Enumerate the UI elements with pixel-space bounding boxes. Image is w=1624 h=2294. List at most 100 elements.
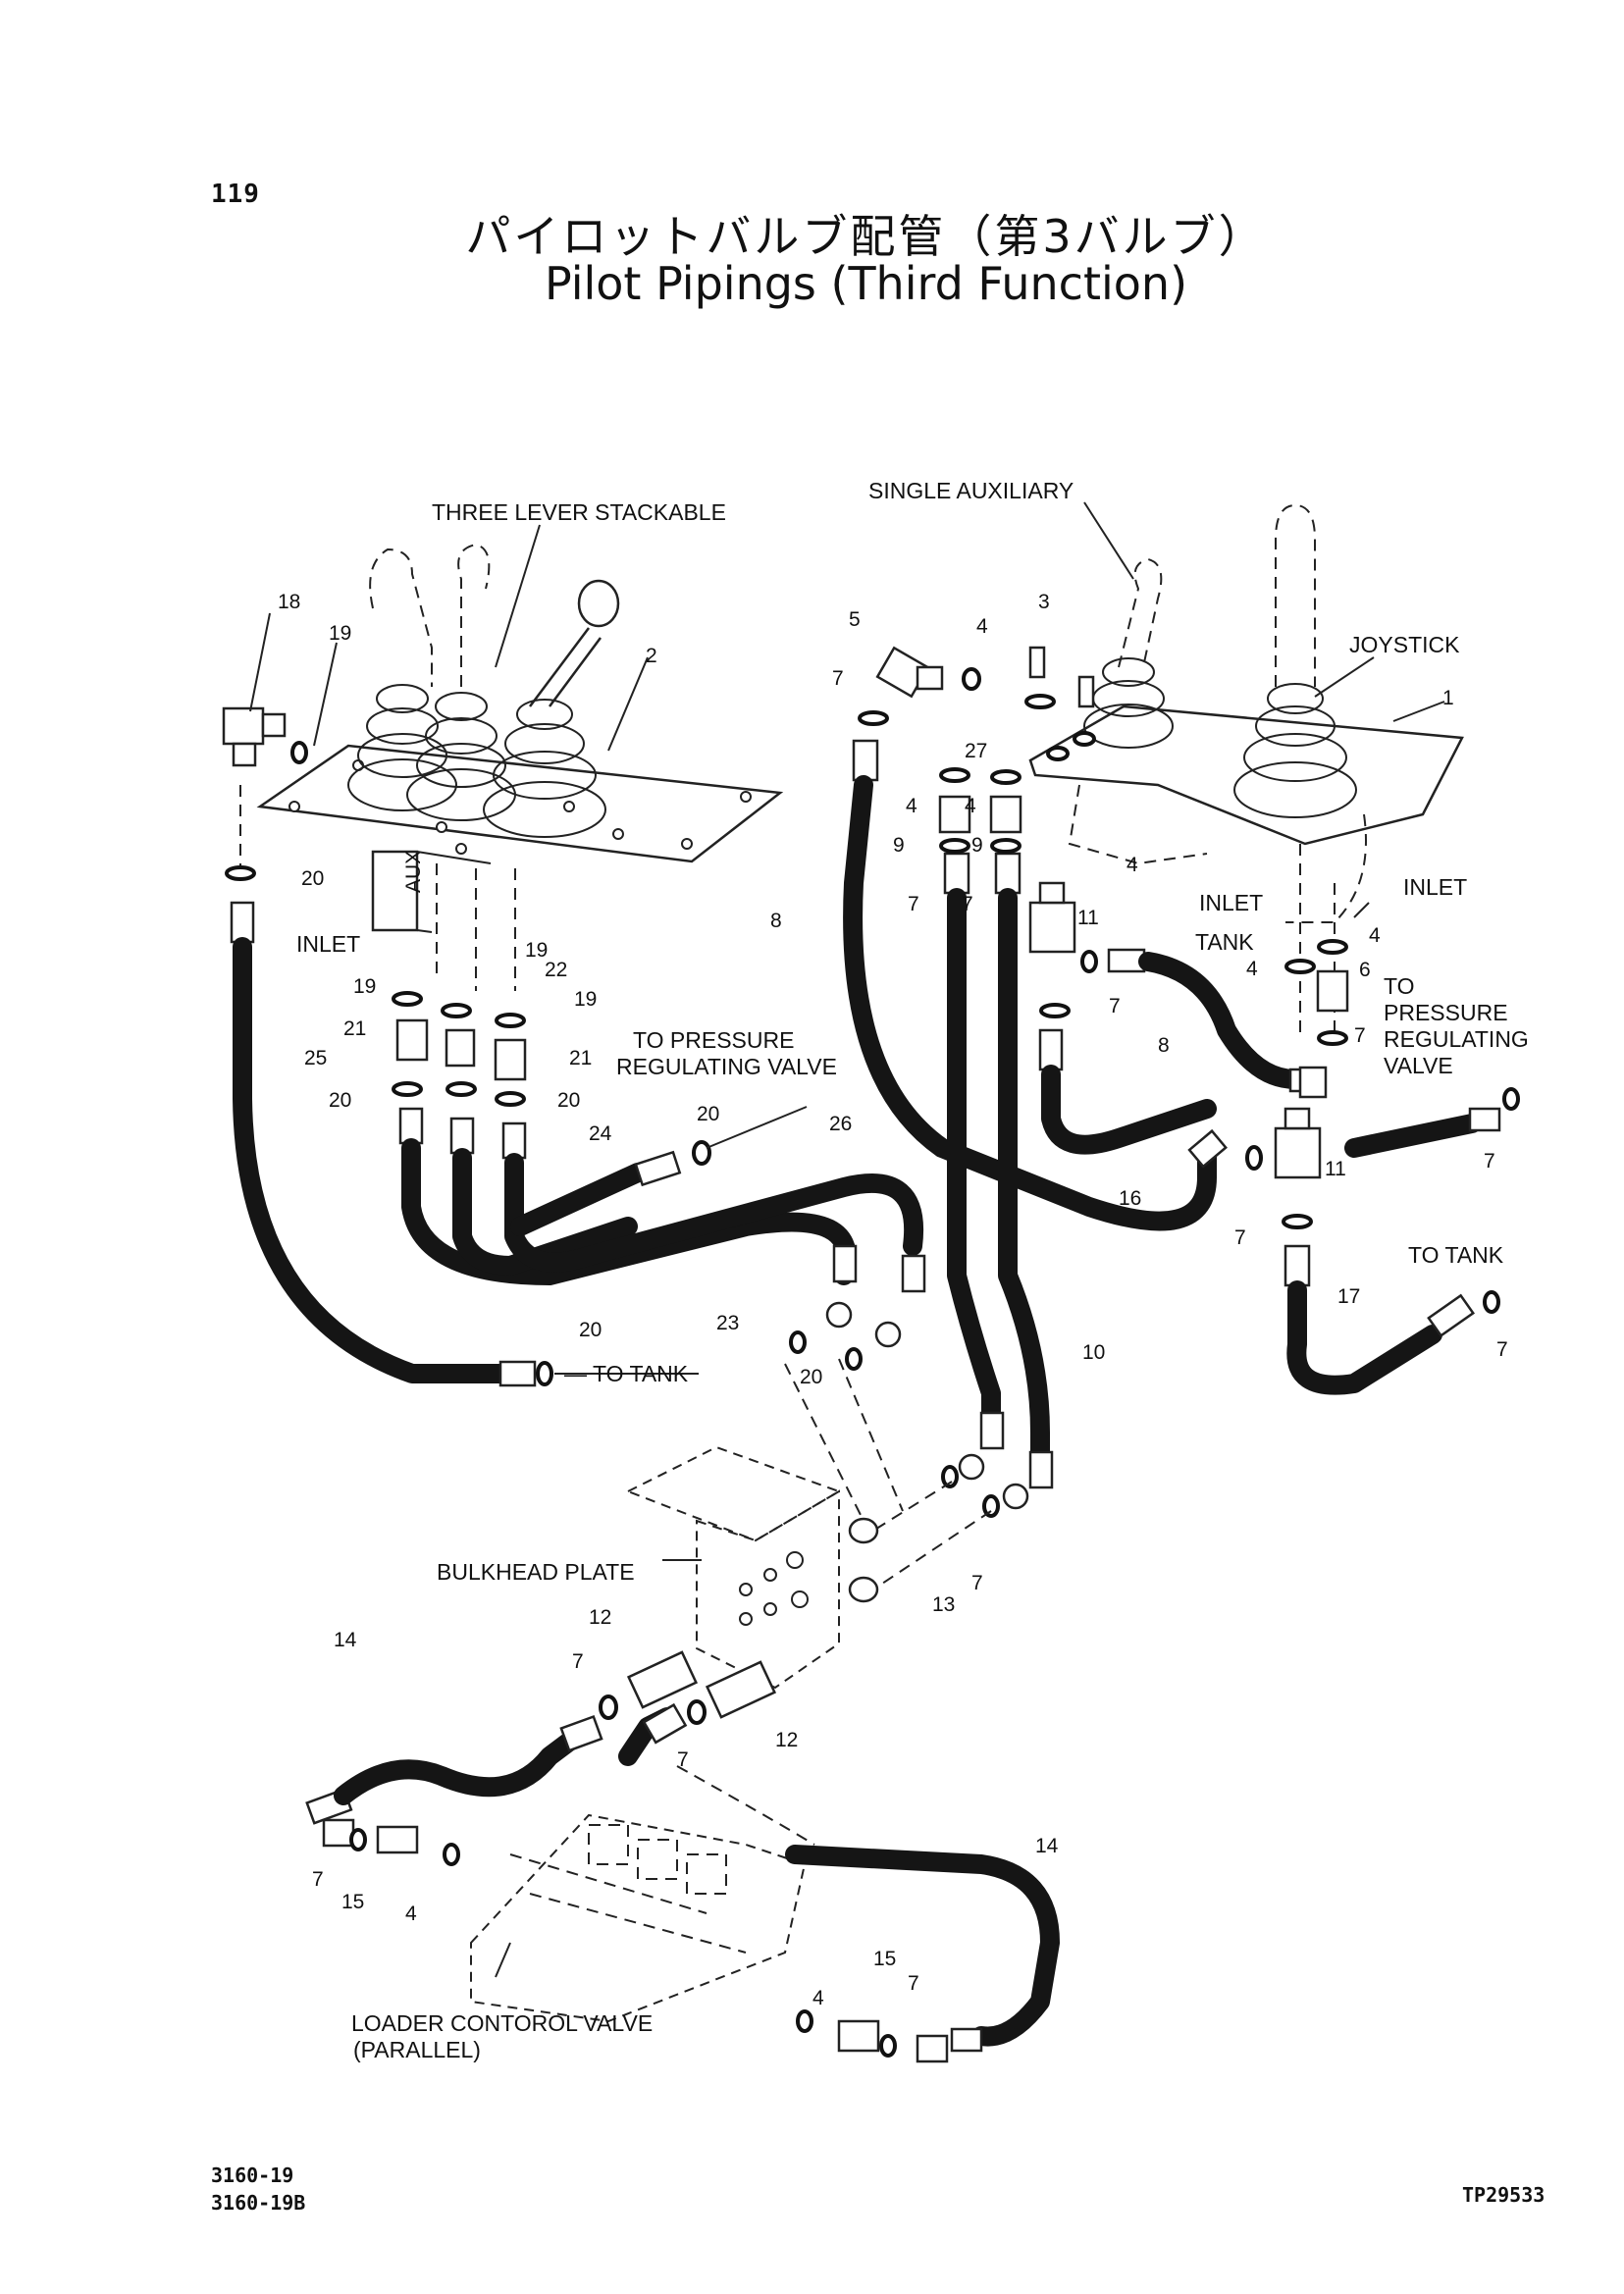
label-single-auxiliary: SINGLE AUXILIARY — [868, 478, 1074, 503]
part-number-7h: 7 — [1496, 1338, 1508, 1361]
part-number-7f: 7 — [1484, 1150, 1495, 1173]
elbow-fitting-18 — [222, 706, 308, 767]
part-number-7l: 7 — [312, 1868, 324, 1891]
bulkhead-plate — [599, 1330, 992, 1725]
part-number-10: 10 — [1082, 1341, 1105, 1364]
part-number-7c: 7 — [962, 893, 973, 915]
part-number-23: 23 — [716, 1312, 739, 1334]
part-number-18: 18 — [278, 591, 300, 613]
part-number-26: 26 — [829, 1113, 852, 1135]
tee-fittings-and-hoses — [1028, 881, 1520, 1395]
part-number-7m: 7 — [908, 1972, 919, 1995]
left-fitting-stack — [225, 865, 527, 1107]
part-number-4g: 4 — [405, 1903, 417, 1925]
part-number-11a: 11 — [1077, 907, 1099, 929]
label-joystick: JOYSTICK — [1349, 632, 1460, 657]
part-number-4a: 4 — [976, 615, 988, 638]
part-number-7k: 7 — [677, 1748, 689, 1771]
three-lever-control-group: AUX — [239, 543, 784, 991]
part-number-12b: 12 — [775, 1729, 798, 1751]
hoses-23-24-26 — [398, 1107, 926, 1348]
part-number-7b: 7 — [908, 893, 919, 915]
part-number-19a: 19 — [329, 622, 351, 645]
part-number-19d: 19 — [574, 988, 597, 1011]
part-number-15a: 15 — [341, 1891, 364, 1913]
part-number-4e: 4 — [1369, 924, 1381, 947]
part-number-20b: 20 — [329, 1089, 351, 1112]
part-number-20c: 20 — [557, 1089, 580, 1112]
part-number-4b: 4 — [906, 795, 917, 817]
stackable-mounting-plate — [256, 744, 784, 863]
label-to-tank-left: — TO TANK — [564, 1361, 689, 1386]
part-number-9a: 9 — [893, 834, 905, 857]
page-number: 119 — [211, 180, 260, 209]
title-japanese: パイロットバルブ配管（第3バルブ） — [465, 210, 1267, 263]
joystick-mounting-plate — [1028, 704, 1464, 846]
label-loader-valve-2: (PARALLEL) — [353, 2037, 481, 2062]
label-to-pressure-left-2: REGULATING VALVE — [616, 1054, 837, 1079]
joystick-group — [1028, 503, 1464, 1040]
part-number-19c: 19 — [525, 939, 548, 962]
part-number-19b: 19 — [353, 975, 376, 998]
single-aux-fittings — [858, 646, 1096, 761]
part-number-12a: 12 — [589, 1606, 611, 1629]
part-number-5: 5 — [849, 608, 861, 631]
hoses-10 — [938, 767, 1054, 1518]
part-number-16: 16 — [1119, 1187, 1141, 1210]
part-number-24: 24 — [589, 1122, 612, 1145]
callout-labels: THREE LEVER STACKABLE SINGLE AUXILIARY J… — [296, 478, 1529, 2062]
title-english: Pilot Pipings (Third Function) — [544, 257, 1188, 310]
part-number-4c: 4 — [965, 795, 976, 817]
part-number-8a: 8 — [770, 910, 782, 932]
label-to-pressure-right-1: TO — [1384, 973, 1415, 999]
part-number-7e: 7 — [1354, 1024, 1366, 1047]
part-number-1: 1 — [1442, 687, 1454, 709]
loader-control-valve — [470, 1765, 815, 2023]
part-number-7a: 7 — [832, 667, 844, 690]
label-inlet-right: INLET — [1403, 874, 1467, 900]
label-to-pressure-right-3: REGULATING — [1384, 1026, 1529, 1052]
part-number-14b: 14 — [1035, 1835, 1059, 1857]
label-to-pressure-right-2: PRESSURE — [1384, 1000, 1508, 1025]
part-number-21b: 21 — [569, 1047, 592, 1069]
leader-lines — [249, 501, 1445, 1978]
label-three-lever-stackable: THREE LEVER STACKABLE — [432, 499, 726, 525]
part-number-3: 3 — [1038, 591, 1050, 613]
part-number-9b: 9 — [971, 834, 983, 857]
part-number-6: 6 — [1359, 959, 1371, 981]
part-number-21a: 21 — [343, 1017, 366, 1040]
part-number-25: 25 — [304, 1047, 327, 1069]
part-number-20e: 20 — [579, 1319, 602, 1341]
part-number-7d: 7 — [1109, 995, 1121, 1017]
label-bulkhead-plate: BULKHEAD PLATE — [437, 1559, 635, 1585]
part-number-2: 2 — [646, 645, 657, 667]
part-number-20d: 20 — [697, 1103, 719, 1125]
part-number-7i: 7 — [971, 1572, 983, 1594]
drawing-number: TP29533 — [1462, 2183, 1545, 2207]
label-to-tank-right: TO TANK — [1408, 1242, 1504, 1268]
hose-25 — [230, 901, 553, 1387]
label-inlet-left: INLET — [296, 931, 360, 957]
hoses-14 — [305, 1702, 1060, 2063]
part-number-17: 17 — [1337, 1285, 1360, 1308]
part-number-7g: 7 — [1234, 1226, 1246, 1249]
part-number-27: 27 — [965, 740, 987, 762]
part-number-4f: 4 — [1246, 958, 1258, 980]
part-number-13: 13 — [932, 1593, 955, 1616]
model-number-2: 3160-19B — [211, 2191, 306, 2215]
hose-8 — [843, 739, 1228, 1231]
model-number-1: 3160-19 — [211, 2164, 294, 2187]
label-loader-valve-1: LOADER CONTOROL VALVE — [351, 2010, 653, 2036]
part-number-14a: 14 — [334, 1629, 357, 1651]
aux-label: AUX — [402, 851, 425, 893]
part-number-4h: 4 — [812, 1987, 824, 2009]
part-number-8b: 8 — [1158, 1034, 1170, 1057]
part-number-11b: 11 — [1325, 1158, 1346, 1180]
part-number-20f: 20 — [800, 1366, 822, 1388]
label-inlet-center: INLET — [1199, 890, 1263, 915]
part-number-15b: 15 — [873, 1948, 896, 1970]
label-to-pressure-right-4: VALVE — [1384, 1053, 1453, 1078]
label-to-pressure-left-1: TO PRESSURE — [633, 1027, 794, 1053]
part-number-4d: 4 — [1126, 854, 1138, 876]
